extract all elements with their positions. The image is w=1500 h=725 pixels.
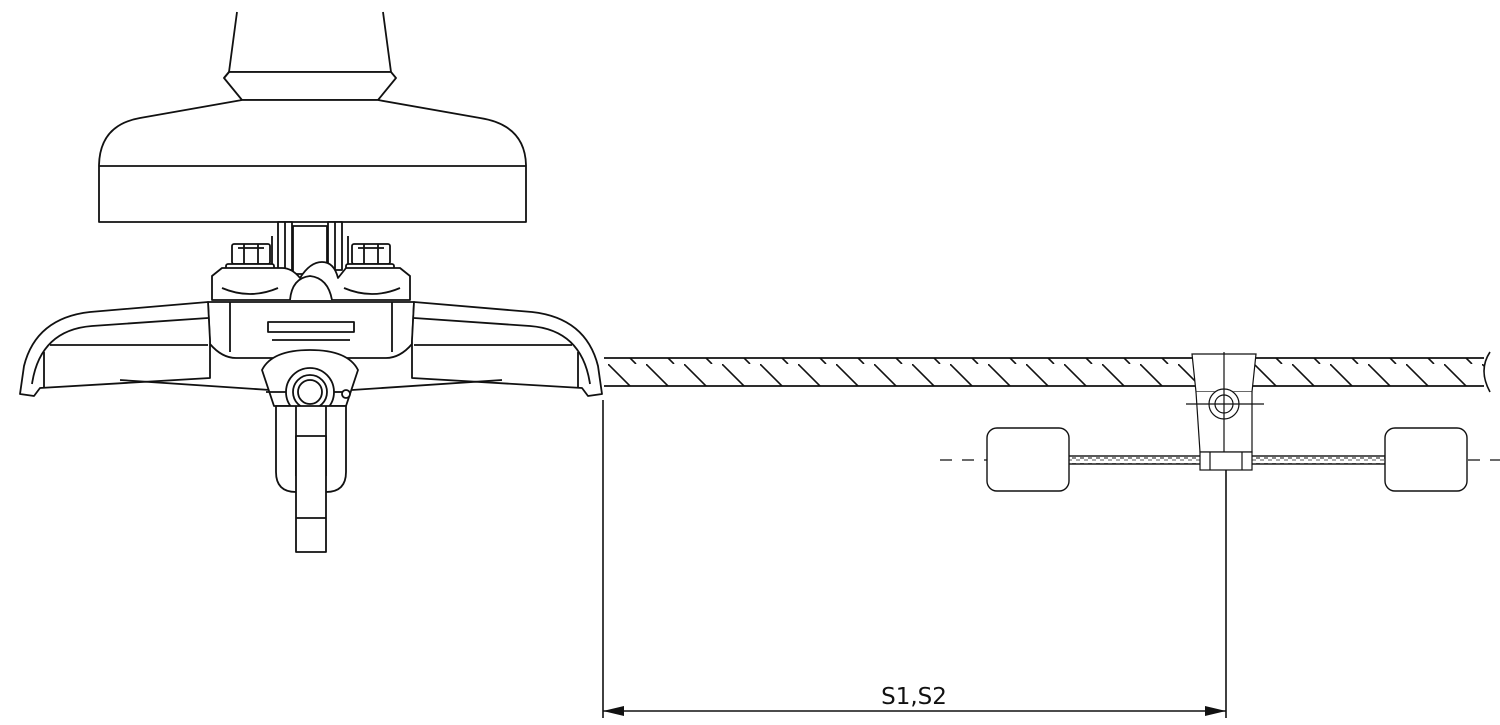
damper-weight-right (1384, 427, 1468, 492)
dimension-s1-s2 (602, 400, 1227, 718)
conductor (604, 351, 1491, 393)
suspension-clamp-assembly (19, 11, 603, 553)
clamp-body (207, 261, 415, 359)
hub-nut (261, 349, 359, 417)
damper-weight-left (986, 427, 1070, 492)
hanger-tongue (275, 405, 347, 553)
damper-clamp (1186, 352, 1264, 471)
vibration-damper (940, 352, 1500, 492)
arrowhead-left (603, 706, 624, 716)
clamp-cradle (19, 301, 603, 397)
dimension-label: S1,S2 (881, 684, 947, 710)
arrowhead-right (1205, 706, 1226, 716)
insulator-shed (98, 99, 527, 223)
insulator-neck (223, 11, 397, 101)
